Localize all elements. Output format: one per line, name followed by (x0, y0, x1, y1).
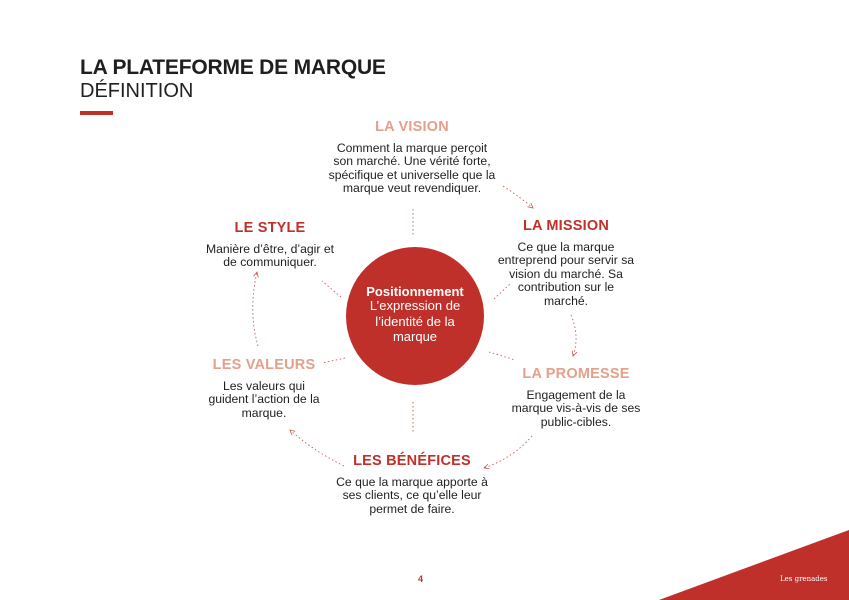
arc-promesse-benefices (484, 435, 533, 468)
center-positionnement: Positionnement L’expression de l’identit… (346, 247, 484, 385)
node-valeurs-title: LES VALEURS (212, 357, 316, 373)
node-promesse-text: Engagement de la marque vis-à-vis de ses… (511, 388, 641, 429)
center-text: L’expression de l’identité de la marque (369, 298, 461, 344)
node-benefices-text: Ce que la marque apporte à ses clients, … (336, 475, 488, 516)
node-style: LE STYLE Manière d’être, d’agir et de co… (198, 220, 342, 270)
center-title: Positionnement (366, 284, 464, 299)
brand-logo: Les grenades (780, 575, 828, 583)
node-mission-title: LA MISSION (522, 218, 610, 234)
page-number: 4 (418, 574, 424, 584)
corner-triangle (659, 530, 849, 600)
spoke-style (321, 280, 342, 298)
node-valeurs: LES VALEURS Les valeurs qui guident l’ac… (203, 357, 325, 420)
title-underline (80, 111, 113, 115)
arc-valeurs-style (252, 272, 258, 347)
node-benefices: LES BÉNÉFICES Ce que la marque apporte à… (336, 453, 488, 516)
node-promesse-title: LA PROMESSE (522, 366, 630, 382)
node-benefices-title: LES BÉNÉFICES (353, 453, 471, 469)
node-style-text: Manière d’être, d’agir et de communiquer… (205, 242, 335, 270)
node-vision-text: Comment la marque perçoit son marché. Un… (328, 141, 496, 196)
node-vision-title: LA VISION (375, 119, 449, 135)
node-vision: LA VISION Comment la marque perçoit son … (326, 119, 498, 196)
page-title: LA PLATEFORME DE MARQUE (80, 56, 386, 79)
node-mission: LA MISSION Ce que la marque entreprend p… (495, 218, 637, 308)
spoke-valeurs (321, 357, 346, 364)
page-subtitle: DÉFINITION (80, 80, 194, 102)
node-style-title: LE STYLE (234, 220, 306, 236)
node-valeurs-text: Les valeurs qui guident l’action de la m… (208, 379, 320, 420)
arc-vision-mission (502, 185, 533, 208)
node-promesse: LA PROMESSE Engagement de la marque vis-… (510, 366, 642, 429)
spoke-promesse (488, 351, 516, 361)
arc-mission-promesse (570, 314, 576, 356)
node-mission-text: Ce que la marque entreprend pour servir … (497, 240, 635, 308)
